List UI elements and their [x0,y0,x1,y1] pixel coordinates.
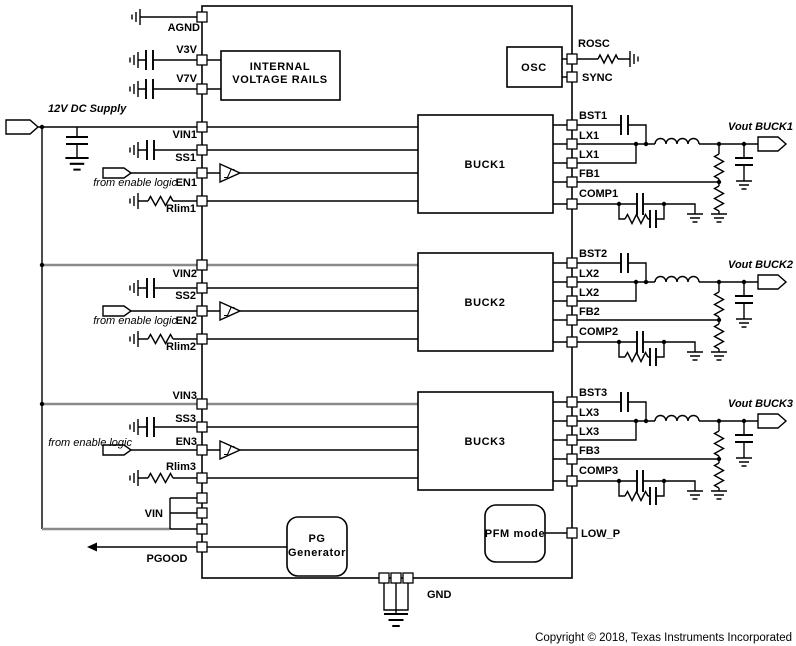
sync-label: SYNC [582,72,613,84]
rlim3-label: Rlim3 [166,461,196,473]
fb3-label: FB3 [579,445,600,457]
supply-label: 12V DC Supply [48,103,127,115]
bottom-section: VIN PGOOD PG Generator PFM mode LOW_P GN… [87,492,620,628]
agnd-label: AGND [168,22,200,34]
pin-gnd-c [402,572,414,584]
bulk-cap-ground-icon [64,156,90,171]
lowp-label: LOW_P [581,528,620,540]
internal-rails-label-2: VOLTAGE RAILS [232,74,327,86]
v3v-capacitor [145,50,154,70]
pin-agnd [196,11,208,23]
pin-vin-c [196,523,208,535]
en2-label: EN2 [176,315,197,327]
rosc-ground-icon [629,50,639,68]
channel-3: VIN3 SS3 EN3 Rlim3 from enable logic BUC… [39,387,793,505]
pgood-label: PGOOD [147,553,188,565]
osc-block [506,46,563,88]
vin1-wire [38,126,418,158]
pin-gnd-a [378,572,390,584]
lx1a-label: LX1 [579,130,599,142]
en3-label: EN3 [176,436,197,448]
input-rail [41,127,170,531]
channel-1: VIN1 SS1 EN1 Rlim1 from enable logic BUC… [5,110,793,228]
vout3-label: Vout BUCK3 [728,398,793,410]
buck1-label: BUCK1 [465,159,506,171]
pg-generator-block [286,516,348,577]
enable-note-3: from enable logic [48,437,132,449]
lx3b-label: LX3 [579,426,599,438]
lx3a-label: LX3 [579,407,599,419]
vout1-label: Vout BUCK1 [728,121,793,133]
v7v-ground-icon [129,80,139,98]
v3v-ground-icon [129,51,139,69]
fb2-label: FB2 [579,306,600,318]
pgood-arrow-icon [87,542,97,552]
ss3-label: SS3 [175,413,196,425]
vout2-label: Vout BUCK2 [728,259,793,271]
channel-1-wiring [103,115,786,228]
comp1-label: COMP1 [579,188,618,200]
pin-rosc [566,53,578,65]
rosc-label: ROSC [578,38,610,50]
osc-stubs [562,58,567,78]
gnd-label: GND [427,589,452,601]
gnd-ground-icon [382,612,410,628]
comp3-label: COMP3 [579,465,618,477]
pg-gen-label-1: PG [308,533,325,545]
pfm-mode-label: PFM mode [485,528,545,540]
gnd-wires [383,583,409,614]
pin-v7v [196,83,208,95]
v3v-label: V3V [176,44,197,56]
copyright-text: Copyright © 2018, Texas Instruments Inco… [535,632,792,644]
bulk-input-capacitor [66,136,88,145]
vin1-label: VIN1 [173,129,197,141]
fb1-label: FB1 [579,168,600,180]
ss1-label: SS1 [175,152,196,164]
pin-pgood [196,541,208,553]
vin2-label: VIN2 [173,268,197,280]
bst1-label: BST1 [579,110,607,122]
bst2-label: BST2 [579,248,607,260]
buck2-label: BUCK2 [465,297,506,309]
en1-label: EN1 [176,177,197,189]
enable-note-2: from enable logic [93,315,177,327]
vin-label: VIN [145,508,163,520]
bst3-label: BST3 [579,387,607,399]
internal-voltage-rails-block [220,50,341,101]
v7v-label: V7V [176,73,197,85]
comp2-label: COMP2 [579,326,618,338]
pin-v3v [196,54,208,66]
lx1b-label: LX1 [579,149,599,161]
ss2-label: SS2 [175,290,196,302]
vin-bracket [169,497,197,530]
agnd-ground-icon [131,8,141,26]
pin-sync [566,71,578,83]
channel-2-wiring [103,253,786,366]
osc-label: OSC [521,62,547,74]
buck3-label: BUCK3 [465,436,506,448]
pin-vin-b [196,507,208,519]
lx2a-label: LX2 [579,268,599,280]
enable-note-1: from enable logic [93,177,177,189]
rlim2-label: Rlim2 [166,341,196,353]
rosc-resistor [597,53,619,65]
lx2b-label: LX2 [579,287,599,299]
pg-gen-label-2: Generator [288,547,346,559]
pin-gnd-b [390,572,402,584]
supply-input-terminal [5,119,40,135]
channel-2: VIN2 SS2 EN2 Rlim2 from enable logic BUC… [39,248,793,366]
pin-lowp [566,527,578,539]
vin3-label: VIN3 [173,390,197,402]
pin-vin-a [196,492,208,504]
internal-rails-label-1: INTERNAL [250,61,310,73]
top-section: INTERNAL VOLTAGE RAILS OSC AGND V3V V7V … [48,8,639,115]
v7v-capacitor [145,79,154,99]
channel-3-wiring [103,392,786,505]
rlim1-label: Rlim1 [166,203,196,215]
